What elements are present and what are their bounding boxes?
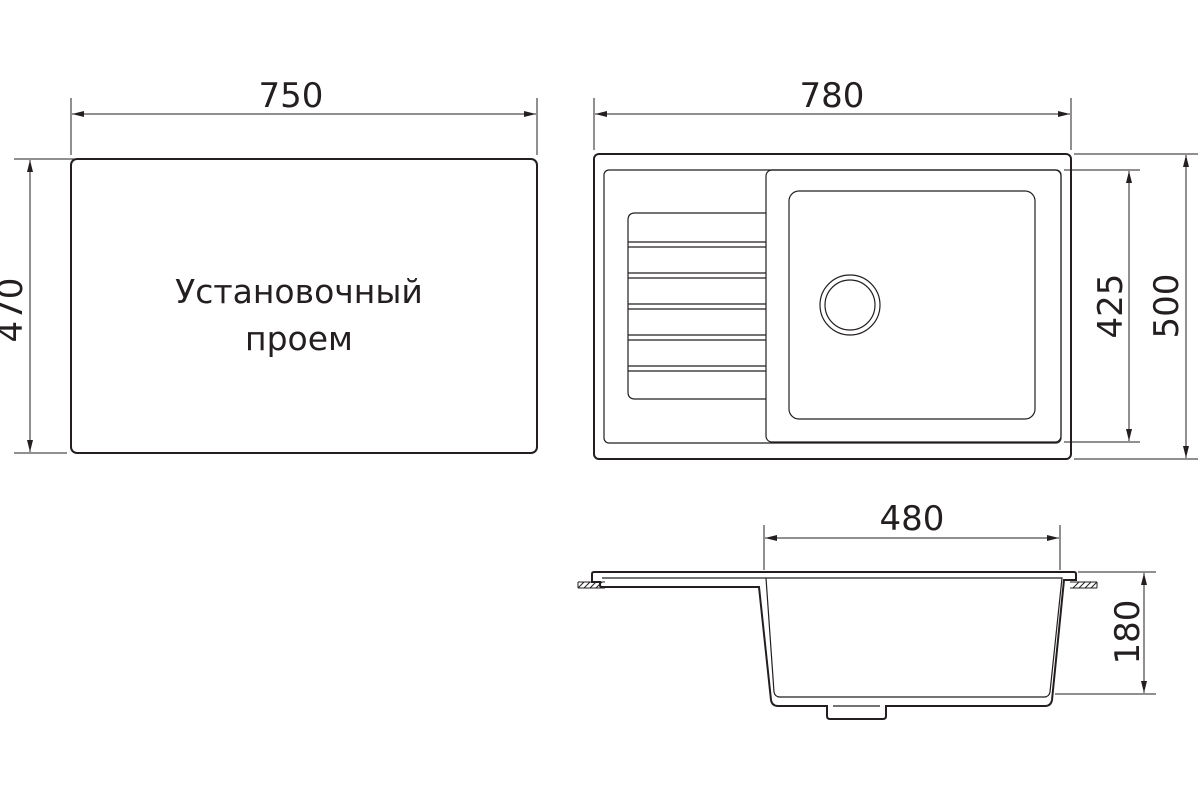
side-width-label: 480 bbox=[880, 499, 945, 539]
cutout-width-label: 750 bbox=[259, 76, 324, 116]
sink-top-view: 780 425 500 bbox=[593, 76, 1198, 460]
side-depth-label: 180 bbox=[1108, 600, 1148, 665]
sink-side-view: 480 180 bbox=[577, 499, 1156, 720]
drainboard-outline bbox=[627, 212, 766, 400]
sink-inner-rim bbox=[603, 169, 1062, 444]
countertop-right-hatch bbox=[1070, 581, 1098, 589]
cutout-label-line1: Установочный bbox=[175, 272, 423, 311]
bowl-rim bbox=[765, 169, 1062, 443]
drain-inner bbox=[824, 279, 876, 331]
cutout-label-line2: проем bbox=[245, 319, 353, 358]
drain-outer bbox=[819, 274, 881, 336]
top-height-label: 500 bbox=[1147, 274, 1187, 339]
top-width-label: 780 bbox=[800, 76, 865, 116]
cutout-view: Установочный проем 750 470 bbox=[0, 76, 538, 454]
sink-outer-outline bbox=[593, 153, 1072, 460]
bowl-basin bbox=[788, 190, 1036, 420]
drainboard bbox=[627, 212, 766, 400]
cutout-outline bbox=[70, 158, 538, 454]
side-profile-inner bbox=[765, 577, 1063, 698]
cutout-height-label: 470 bbox=[0, 278, 31, 343]
side-profile-outer bbox=[591, 571, 1077, 720]
bowl-height-label: 425 bbox=[1091, 274, 1131, 339]
